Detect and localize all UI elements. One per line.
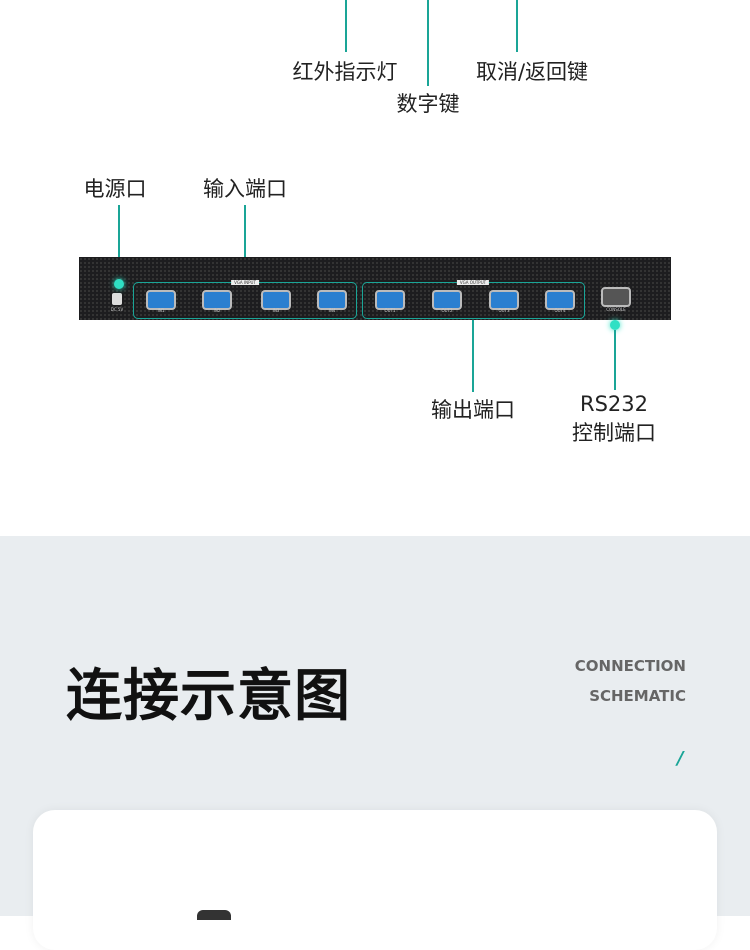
rs232-pointer-line [614,330,616,390]
output-pointer-line [472,320,474,392]
vga-out-port [489,290,519,310]
output-group: VGA OUTPUT OUT1 OUT2 OUT3 OUT4 [362,280,585,319]
console-port [601,287,631,307]
power-label: 电源口 [83,177,147,201]
input-group-label: VGA INPUT [231,280,259,285]
power-indicator-dot [114,279,124,289]
cancel-pointer-line [516,0,518,52]
port-label: OUT4 [554,308,566,313]
vga-in-port [146,290,176,310]
power-pointer-line [118,205,120,283]
input-pointer-line [244,205,246,283]
schematic-card [33,810,717,950]
accent-slash: / [677,748,684,769]
digits-label: 数字键 [396,92,460,116]
device-image-top [197,910,231,920]
section-subtitle-1: CONNECTION [574,657,686,675]
section-subtitle-2: SCHEMATIC [589,687,686,705]
rs232-label: RS232 [579,392,649,416]
vga-in-port [261,290,291,310]
port-label: IN4 [328,308,336,313]
port-label: OUT1 [384,308,396,313]
vga-out-port [432,290,462,310]
ir-pointer-line [345,0,347,52]
port-label: OUT2 [441,308,453,313]
input-label: 输入端口 [203,177,287,201]
section-title: 连接示意图 [66,664,351,729]
control-label: 控制端口 [572,421,656,445]
output-group-label: VGA OUTPUT [456,280,490,285]
dc-jack [112,293,122,305]
digits-pointer-line [427,0,429,86]
rs232-indicator-dot [610,320,620,330]
dc-label: DC 5V [110,307,124,312]
vga-in-port [202,290,232,310]
port-label: OUT3 [498,308,510,313]
port-label: IN1 [157,308,165,313]
console-label: CONSOLE [606,307,626,312]
device-rear-panel: DC 5V VGA INPUT IN1 IN2 IN3 IN4 VGA OUTP… [79,257,671,320]
port-label: IN2 [213,308,221,313]
input-group: VGA INPUT IN1 IN2 IN3 IN4 [133,280,357,319]
cancel-label: 取消/返回键 [475,60,589,84]
output-label: 输出端口 [431,398,515,422]
port-label: IN3 [272,308,280,313]
vga-out-port [375,290,405,310]
vga-out-port [545,290,575,310]
vga-in-port [317,290,347,310]
ir-label: 红外指示灯 [292,60,398,84]
